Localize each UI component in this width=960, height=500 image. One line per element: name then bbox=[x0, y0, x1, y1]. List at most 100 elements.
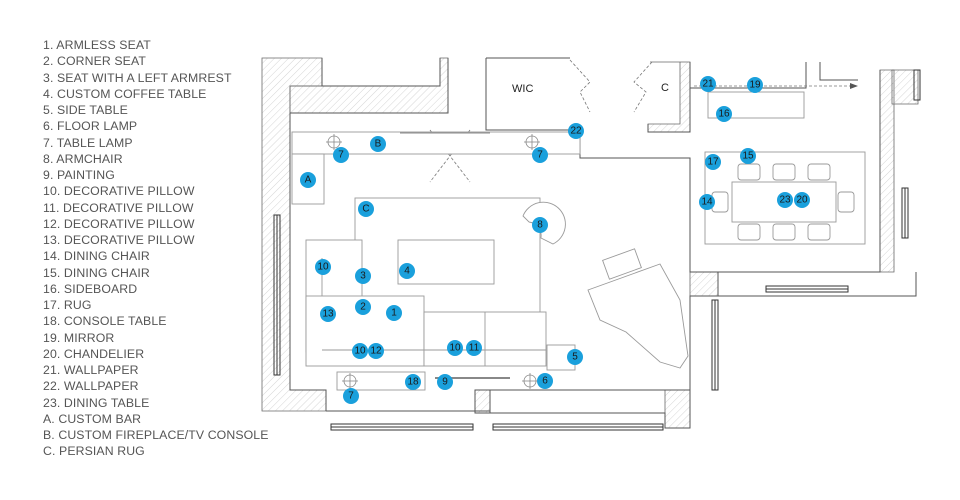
marker-label: 15 bbox=[742, 151, 754, 162]
legend-item: 13. DECORATIVE PILLOW bbox=[43, 233, 195, 247]
window-east-top bbox=[913, 69, 921, 101]
marker-label: 5 bbox=[572, 352, 578, 363]
legend-item: 1. ARMLESS SEAT bbox=[43, 38, 151, 52]
marker-3: 3 bbox=[355, 268, 371, 284]
wall-dining-corner bbox=[689, 271, 719, 297]
marker-22: 22 bbox=[568, 123, 584, 139]
marker-4: 4 bbox=[399, 263, 415, 279]
wall-south-east bbox=[664, 389, 691, 429]
marker-label: 22 bbox=[570, 126, 582, 137]
marker-label: 6 bbox=[542, 376, 548, 387]
marker-label: 23 bbox=[779, 195, 791, 206]
marker-7: 7 bbox=[333, 147, 349, 163]
marker-label: 7 bbox=[348, 391, 354, 402]
marker-C: C bbox=[358, 201, 374, 217]
marker-label: 18 bbox=[407, 377, 419, 388]
marker-label: 20 bbox=[796, 195, 808, 206]
marker-B: B bbox=[370, 136, 386, 152]
wall-line bbox=[490, 390, 691, 429]
wall-line bbox=[718, 272, 917, 297]
marker-20: 20 bbox=[794, 192, 810, 208]
marker-label: 11 bbox=[469, 343, 480, 354]
wall-closet bbox=[647, 61, 691, 133]
marker-8: 8 bbox=[532, 217, 548, 233]
marker-7: 7 bbox=[343, 388, 359, 404]
marker-label: B bbox=[375, 139, 382, 150]
legend-item: 3. SEAT WITH A LEFT ARMREST bbox=[43, 70, 232, 85]
walls bbox=[261, 57, 919, 429]
legend-item: 12. DECORATIVE PILLOW bbox=[43, 216, 195, 231]
legend-item: 8. ARMCHAIR bbox=[43, 151, 123, 166]
wall-east-cap bbox=[891, 69, 919, 105]
legend-item: 2. CORNER SEAT bbox=[43, 54, 146, 69]
marker-label: 9 bbox=[442, 377, 448, 388]
legend-item: 21. WALLPAPER bbox=[43, 363, 139, 377]
room-label-closet: C bbox=[661, 82, 669, 94]
legend-item: 19. MIRROR bbox=[43, 330, 115, 345]
marker-15: 15 bbox=[740, 148, 756, 164]
marker-label: 2 bbox=[360, 302, 366, 313]
legend-item: 16. SIDEBOARD bbox=[43, 281, 138, 296]
legend-item: 15. DINING CHAIR bbox=[43, 265, 150, 280]
marker-label: 12 bbox=[370, 346, 382, 357]
lamp-symbols bbox=[326, 134, 540, 389]
wall-line bbox=[289, 113, 327, 411]
marker-10: 10 bbox=[352, 343, 368, 359]
marker-7: 7 bbox=[532, 147, 548, 163]
marker-label: 7 bbox=[338, 150, 344, 161]
lamp-icon bbox=[342, 373, 358, 389]
legend-item: B. CUSTOM FIREPLACE/TV CONSOLE bbox=[43, 428, 269, 442]
windows bbox=[273, 69, 921, 431]
marker-19: 19 bbox=[747, 77, 763, 93]
marker-23: 23 bbox=[777, 192, 793, 208]
marker-label: 21 bbox=[702, 79, 714, 90]
legend-item: 10. DECORATIVE PILLOW bbox=[43, 184, 195, 199]
wall-line bbox=[474, 389, 690, 414]
wall-line bbox=[819, 62, 858, 81]
arrow-head-icon bbox=[850, 83, 858, 89]
marker-12: 12 bbox=[368, 343, 384, 359]
marker-label: 7 bbox=[537, 150, 543, 161]
dining-chair bbox=[772, 163, 796, 181]
lamp-icon bbox=[522, 373, 538, 389]
marker-label: 4 bbox=[404, 266, 410, 277]
dining-chairs bbox=[711, 163, 855, 241]
legend-item: 14. DINING CHAIR bbox=[43, 249, 150, 264]
legend-item: 4. CUSTOM COFFEE TABLE bbox=[43, 86, 207, 101]
wall-line bbox=[690, 62, 807, 89]
dining-chair bbox=[807, 163, 831, 181]
wall-line bbox=[485, 58, 719, 390]
door-wic bbox=[569, 59, 591, 113]
legend-item: 11. DECORATIVE PILLOW bbox=[43, 200, 194, 215]
dining-chair bbox=[837, 191, 855, 213]
wall-line bbox=[290, 58, 449, 114]
room-label-wic: WIC bbox=[512, 83, 533, 95]
legend-item: 18. CONSOLE TABLE bbox=[43, 314, 167, 329]
marker-label: 10 bbox=[317, 262, 329, 273]
marker-A: A bbox=[300, 172, 316, 188]
legend-item: 17. RUG bbox=[43, 298, 92, 312]
legend-item: A. CUSTOM BAR bbox=[43, 411, 142, 426]
legend-item: 7. TABLE LAMP bbox=[43, 135, 133, 150]
legend-item: 5. SIDE TABLE bbox=[43, 103, 128, 117]
marker-label: 1 bbox=[391, 308, 397, 319]
marker-14: 14 bbox=[699, 194, 715, 210]
marker-13: 13 bbox=[320, 306, 336, 322]
legend-item: 22. WALLPAPER bbox=[43, 379, 139, 394]
lamp-icon bbox=[524, 134, 540, 150]
legend-list: 1. ARMLESS SEAT 2. CORNER SEAT 3. SEAT W… bbox=[43, 37, 269, 460]
marker-label: C bbox=[362, 204, 369, 215]
marker-1: 1 bbox=[386, 305, 402, 321]
wall-lines bbox=[289, 57, 917, 429]
dining-chair bbox=[772, 223, 796, 241]
dining-chair bbox=[737, 223, 761, 241]
marker-10: 10 bbox=[447, 340, 463, 356]
coffee-table bbox=[397, 239, 495, 285]
marker-17: 17 bbox=[705, 154, 721, 170]
wall-pier bbox=[474, 389, 491, 414]
marker-16: 16 bbox=[716, 106, 732, 122]
wall-line bbox=[321, 58, 441, 87]
console-table bbox=[336, 371, 426, 391]
legend-item: 9. PAINTING bbox=[43, 168, 115, 182]
